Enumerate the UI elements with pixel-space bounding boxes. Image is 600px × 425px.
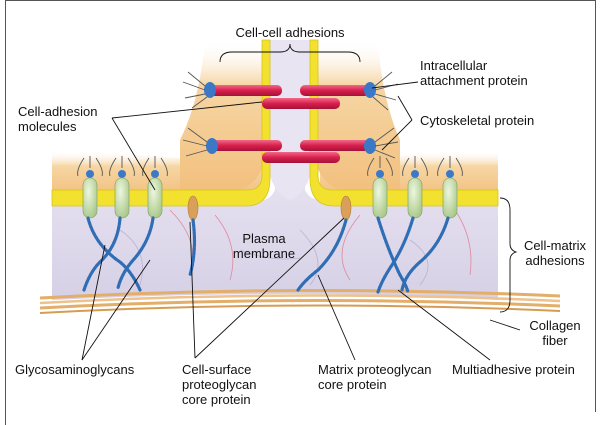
label-line: Cell-matrix [515, 238, 595, 253]
label-cytoskeletal-protein: Cytoskeletal protein [420, 113, 534, 128]
label-line: Intracellular [420, 58, 528, 73]
label-multiadhesive-protein: Multiadhesive protein [452, 362, 575, 377]
label-line: fiber [515, 333, 595, 348]
label-plasma-membrane: Plasma membrane [224, 231, 304, 261]
intercellular-gap [268, 40, 312, 200]
label-line: adhesions [515, 253, 595, 268]
label-line: Plasma [224, 231, 304, 246]
label-intracellular-attachment-protein: Intracellular attachment protein [420, 58, 528, 88]
label-line: membrane [224, 246, 304, 261]
label-line: molecules [18, 119, 98, 134]
label-line: attachment protein [420, 73, 528, 88]
label-line: core protein [182, 392, 256, 407]
label-collagen-fiber: Collagen fiber [515, 318, 595, 348]
label-matrix-proteoglycan-core-protein: Matrix proteoglycan core protein [318, 362, 431, 392]
label-cell-matrix-adhesions: Cell-matrix adhesions [515, 238, 595, 268]
label-line: core protein [318, 377, 431, 392]
label-cell-surface-proteoglycan-core-protein: Cell-surface proteoglycan core protein [182, 362, 256, 407]
label-glycosaminoglycans: Glycosaminoglycans [15, 362, 134, 377]
label-line: Cell-adhesion [18, 104, 98, 119]
label-line: Matrix proteoglycan [318, 362, 431, 377]
upper-cell-cytoplasm [180, 40, 265, 190]
upper-cell-cytoplasm-right [315, 40, 400, 190]
label-cell-cell-adhesions: Cell-cell adhesions [218, 25, 362, 40]
label-line: Collagen [515, 318, 595, 333]
label-cell-adhesion-molecules: Cell-adhesion molecules [18, 104, 98, 134]
label-line: proteoglycan [182, 377, 256, 392]
label-line: Cell-surface [182, 362, 256, 377]
